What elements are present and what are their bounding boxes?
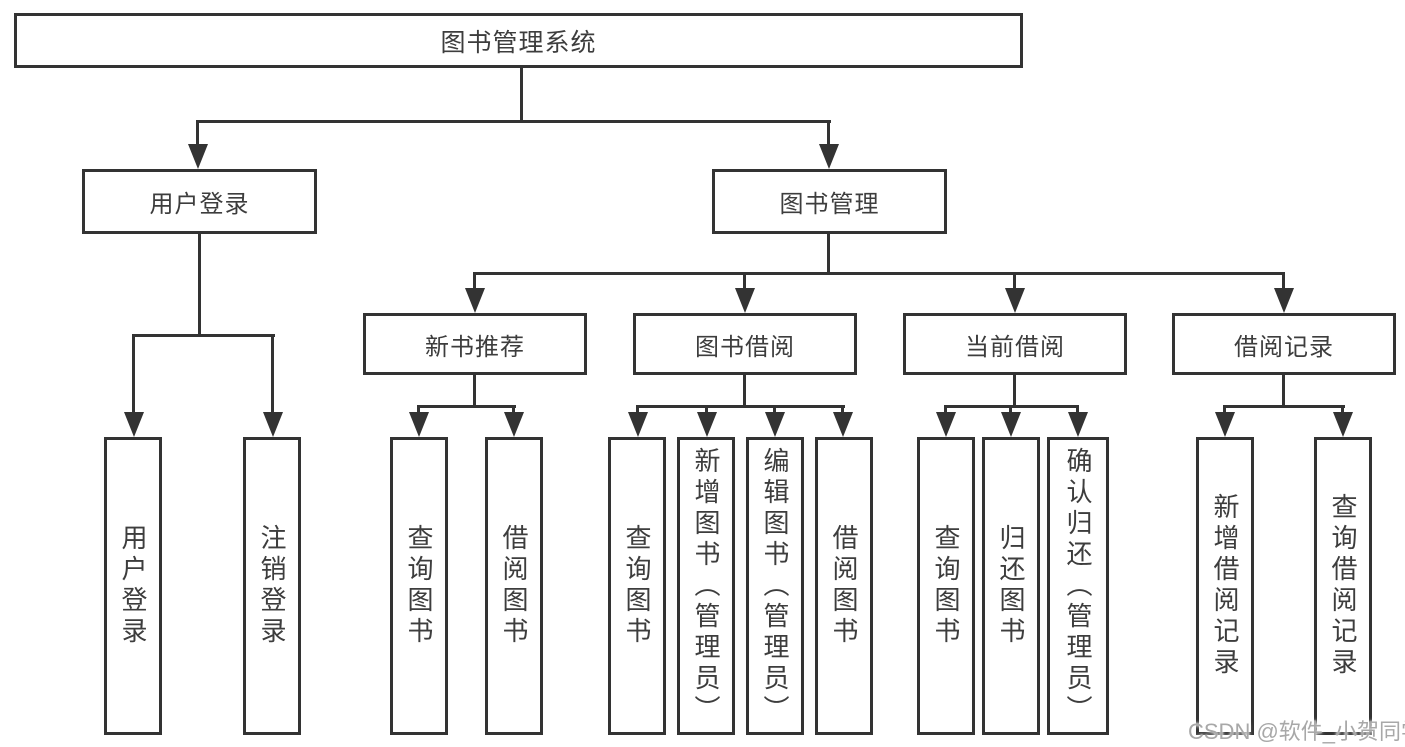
node-label: 借阅图书 <box>829 524 859 648</box>
node-user-login: 用户登录 <box>82 169 317 234</box>
leaf-add-borrow-record: 新增借阅记录 <box>1196 437 1254 735</box>
connector-line <box>271 334 274 416</box>
arrowhead-icon <box>263 412 283 437</box>
connector-line <box>1282 375 1285 405</box>
node-label: 查询借阅记录 <box>1328 493 1358 679</box>
connector-line <box>1076 405 1079 415</box>
arrowhead-icon <box>1001 412 1021 437</box>
arrowhead-icon <box>936 412 956 437</box>
arrowhead-icon <box>765 412 785 437</box>
node-label: 借阅图书 <box>499 524 529 648</box>
node-label: 当前借阅 <box>965 333 1065 361</box>
connector-line <box>944 405 947 415</box>
node-label: 查询图书 <box>931 524 961 648</box>
leaf-return-book: 归还图书 <box>982 437 1040 735</box>
connector-line <box>520 68 523 120</box>
leaf-query-book-borrow: 查询图书 <box>608 437 666 735</box>
node-book-management: 图书管理 <box>712 169 947 234</box>
node-label: 新增图书（管理员） <box>691 446 721 726</box>
connector-line <box>512 405 515 415</box>
node-label: 查询图书 <box>404 524 434 648</box>
connector-line <box>743 272 746 292</box>
connector-line <box>132 334 135 416</box>
arrowhead-icon <box>1068 412 1088 437</box>
connector-line <box>773 405 776 415</box>
arrowhead-icon <box>833 412 853 437</box>
arrowhead-icon <box>1215 412 1235 437</box>
connector-line <box>1013 272 1016 292</box>
connector-line <box>198 234 201 334</box>
connector-line <box>1013 375 1016 405</box>
leaf-query-borrow-record: 查询借阅记录 <box>1314 437 1372 735</box>
arrowhead-icon <box>735 288 755 313</box>
connector-line <box>1223 405 1345 408</box>
node-label: 图书借阅 <box>695 333 795 361</box>
node-label: 查询图书 <box>622 524 652 648</box>
node-label: 新书推荐 <box>425 333 525 361</box>
connector-line <box>1341 405 1344 415</box>
arrowhead-icon <box>465 288 485 313</box>
node-root-library-system: 图书管理系统 <box>14 13 1023 68</box>
node-label: 图书管理 <box>779 191 880 218</box>
connector-line <box>1223 405 1226 415</box>
node-label: 归还图书 <box>996 524 1026 648</box>
connector-line <box>473 375 476 405</box>
connector-line <box>827 234 830 272</box>
node-borrow-records: 借阅记录 <box>1172 313 1396 375</box>
leaf-query-book-recommend: 查询图书 <box>390 437 448 735</box>
leaf-confirm-return-admin: 确认归还（管理员） <box>1047 437 1109 735</box>
arrowhead-icon <box>628 412 648 437</box>
connector-line <box>636 405 845 408</box>
arrowhead-icon <box>1274 288 1294 313</box>
connector-line <box>841 405 844 415</box>
connector-line <box>132 334 275 337</box>
node-label: 新增借阅记录 <box>1210 493 1240 679</box>
arrowhead-icon <box>409 412 429 437</box>
arrowhead-icon <box>504 412 524 437</box>
connector-line <box>196 120 199 148</box>
connector-line <box>705 405 708 415</box>
connector-line <box>636 405 639 415</box>
node-label: 借阅记录 <box>1234 333 1334 361</box>
leaf-add-book-admin: 新增图书（管理员） <box>677 437 735 735</box>
node-label: 图书管理系统 <box>440 28 597 57</box>
connector-line <box>417 405 516 408</box>
leaf-query-book-current: 查询图书 <box>917 437 975 735</box>
connector-line <box>1282 272 1285 292</box>
connector-line <box>1009 405 1012 415</box>
node-label: 确认归还（管理员） <box>1063 446 1093 726</box>
node-label: 用户登录 <box>149 191 250 218</box>
node-label: 注销登录 <box>257 524 287 648</box>
leaf-edit-book-admin: 编辑图书（管理员） <box>746 437 804 735</box>
arrowhead-icon <box>188 144 208 169</box>
connector-line <box>473 272 476 292</box>
leaf-borrow-book: 借阅图书 <box>815 437 873 735</box>
connector-line <box>827 120 830 148</box>
arrowhead-icon <box>124 412 144 437</box>
connector-line <box>473 272 1285 275</box>
node-label: 编辑图书（管理员） <box>760 446 790 726</box>
leaf-borrow-book-recommend: 借阅图书 <box>485 437 543 735</box>
arrowhead-icon <box>1005 288 1025 313</box>
arrowhead-icon <box>819 144 839 169</box>
leaf-logout: 注销登录 <box>243 437 301 735</box>
leaf-user-login: 用户登录 <box>104 437 162 735</box>
watermark: CSDN @软件_小贺同学 <box>1188 719 1405 744</box>
arrowhead-icon <box>697 412 717 437</box>
node-book-borrow: 图书借阅 <box>633 313 857 375</box>
connector-line <box>417 405 420 415</box>
node-current-borrow: 当前借阅 <box>903 313 1127 375</box>
connector-line <box>196 120 831 123</box>
node-new-book-recommend: 新书推荐 <box>363 313 587 375</box>
connector-line <box>743 375 746 405</box>
node-label: 用户登录 <box>118 524 148 648</box>
arrowhead-icon <box>1333 412 1353 437</box>
